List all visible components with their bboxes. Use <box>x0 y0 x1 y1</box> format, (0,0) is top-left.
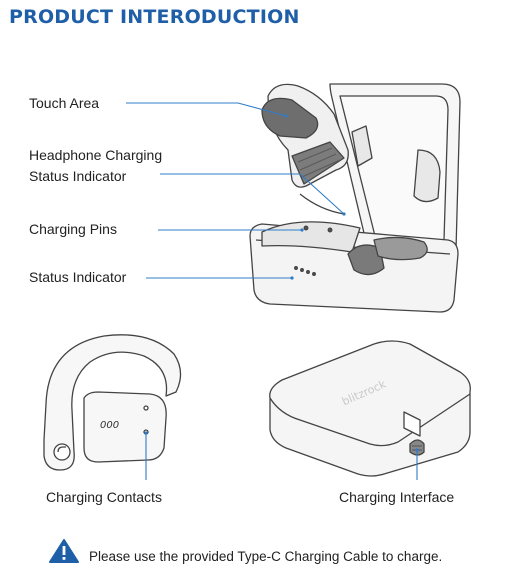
svg-text:000: 000 <box>100 420 119 431</box>
callout-charging-pins: Charging Pins <box>29 221 117 237</box>
callout-status-indicator: Status Indicator <box>29 269 127 285</box>
earphone-illustration: 000 <box>43 334 182 471</box>
callout-headphone-charging-status-indicator: Headphone Charging Status Indicator <box>29 147 163 184</box>
leader-headphone-indicator <box>160 173 345 215</box>
leader-lines <box>126 102 419 480</box>
charging-notice: Please use the provided Type-C Charging … <box>71 549 442 564</box>
callout-touch-area: Touch Area <box>29 95 100 111</box>
caption-charging-interface: Charging Interface <box>339 489 455 505</box>
open-case-illustration <box>249 83 461 313</box>
caption-charging-contacts: Charging Contacts <box>46 489 162 505</box>
page-title: PRODUCT INTERODUCTION <box>9 6 300 28</box>
earphone-on-case <box>261 83 349 215</box>
closed-case-illustration: blitzrock <box>269 340 471 477</box>
warning-icon <box>49 539 79 563</box>
notice-text: Please use the provided Type-C Charging … <box>89 549 443 564</box>
leader-touch-area <box>126 102 287 117</box>
